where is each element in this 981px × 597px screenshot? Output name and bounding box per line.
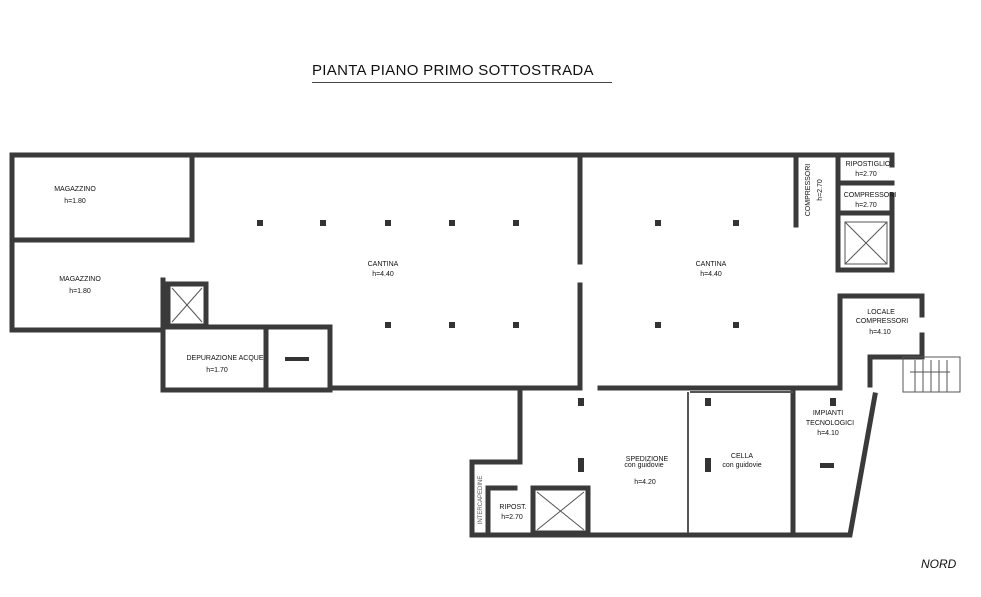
room-name-line2: con guidovie	[722, 462, 761, 469]
room-height: h=2.70	[501, 514, 523, 521]
room-name-line2: COMPRESSORI	[856, 318, 909, 325]
room-height: h=4.40	[372, 271, 394, 278]
room-height: h=1.70	[206, 367, 228, 374]
room-compressori-vertical: COMPRESSORI	[805, 164, 812, 217]
room-labels: MAGAZZINO h=1.80 MAGAZZINO h=1.80 CANTIN…	[54, 161, 908, 524]
room-ripost: RIPOST.	[499, 504, 526, 511]
wall-shaft-1	[165, 281, 209, 329]
room-magazzino-2: MAGAZZINO	[59, 276, 101, 283]
room-height: h=4.10	[869, 329, 891, 336]
room-height: h=1.80	[64, 198, 86, 205]
title-underline	[312, 82, 612, 83]
room-height: h=2.70	[855, 202, 877, 209]
pillars	[257, 220, 836, 472]
room-intercapedine: INTERCAPEDINE	[478, 476, 484, 525]
wall-depurazione	[160, 324, 333, 393]
room-height: h=1.80	[69, 288, 91, 295]
wall-magazzino-1	[9, 152, 195, 243]
room-magazzino-1: MAGAZZINO	[54, 186, 96, 193]
room-height: h=2.70	[817, 179, 824, 201]
room-impianti-tecnologici: IMPIANTI	[813, 410, 843, 417]
room-name-line2: con guidovie	[624, 462, 663, 469]
room-cella: CELLA	[731, 453, 754, 460]
room-height: h=4.20	[634, 479, 656, 486]
room-compressori: COMPRESSORI	[844, 192, 897, 199]
room-height: h=4.10	[817, 430, 839, 437]
wall-ripostiglio	[835, 152, 895, 168]
room-ripostiglio: RIPOSTIGLIO	[846, 161, 891, 168]
walls	[9, 152, 961, 538]
wall-magazzino-2	[9, 237, 166, 333]
wall-lower-perimeter	[469, 392, 878, 538]
room-name-line2: TECNOLOGICI	[806, 420, 854, 427]
room-depurazione: DEPURAZIONE ACQUE	[186, 355, 263, 362]
wall-shaft-2	[530, 485, 591, 536]
room-locale-compressori: LOCALE	[867, 309, 895, 316]
room-height: h=2.70	[855, 171, 877, 178]
wall-locale-compressori	[837, 293, 925, 318]
room-height: h=4.40	[700, 271, 722, 278]
room-cantina-2: CANTINA	[696, 261, 727, 268]
plan-title: PIANTA PIANO PRIMO SOTTOSTRADA	[312, 62, 594, 79]
room-spedizione: SPEDIZIONE	[626, 456, 669, 463]
north-label: NORD	[921, 557, 957, 571]
wall-ripost	[485, 485, 518, 538]
room-cantina-1: CANTINA	[368, 261, 399, 268]
